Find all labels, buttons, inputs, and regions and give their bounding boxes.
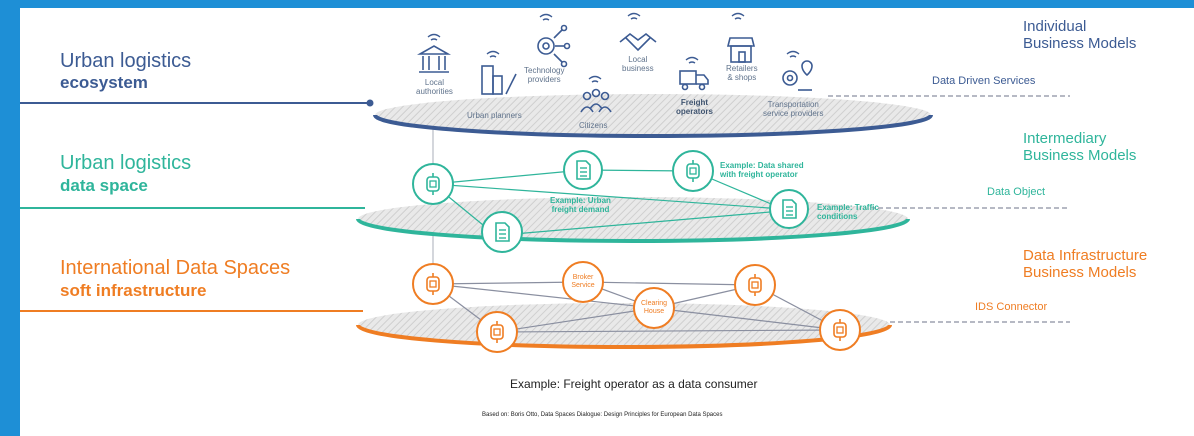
ids-disc: [356, 303, 892, 349]
diagram-graphics: [20, 12, 1070, 353]
ecosystem-connector-dot: [366, 99, 374, 107]
data-object-node-bottom: [481, 211, 523, 253]
truck-icon: [679, 70, 709, 91]
dataspace-connector-node-freight: [672, 150, 714, 192]
actor-urban-planners: Urban planners: [467, 111, 522, 120]
ids-connector-node-4: [819, 309, 861, 351]
ids-layer-subtitle: soft infrastructure: [60, 281, 207, 300]
data-object-label: Data Object: [987, 186, 1046, 198]
ids-layer-title: International Data Spaces: [60, 257, 291, 279]
ecosystem-disc: [373, 94, 933, 138]
data-object-node-demand: [563, 150, 603, 190]
people-icon: [580, 88, 612, 113]
gear-network-icon: [537, 24, 571, 68]
route-gear-icon: [782, 60, 813, 91]
data-object-node-traffic: [769, 189, 809, 229]
actor-citizens: Citizens: [579, 121, 608, 130]
diagram-canvas: Urban logistics ecosystem Urban logistic…: [20, 8, 1194, 436]
handshake-icon: [619, 32, 657, 52]
dataspace-connector-node-left: [412, 163, 454, 205]
dataspace-layer-title: Urban logistics: [60, 152, 192, 174]
city-icon: [481, 65, 517, 95]
broker-service-node: [562, 261, 604, 303]
wifi-icon: [427, 12, 800, 83]
shop-icon: [726, 37, 756, 63]
ids-connector-node-1: [412, 263, 454, 305]
ids-connector-label: IDS Connector: [975, 301, 1048, 313]
clearing-house-node: [633, 287, 675, 329]
dataspace-layer-subtitle: data space: [60, 176, 148, 195]
source-citation: Based on: Boris Otto, Data Spaces Dialog…: [482, 412, 723, 418]
ecosystem-layer-subtitle: ecosystem: [60, 73, 148, 92]
ecosystem-layer-title: Urban logistics: [60, 50, 192, 72]
bank-icon: [416, 45, 452, 73]
actor-retailers-shops: Retailers& shops: [726, 64, 758, 82]
ids-connector-node-3: [476, 311, 518, 353]
ids-connector-node-2: [734, 264, 776, 306]
diagram-caption: Example: Freight operator as a data cons…: [510, 377, 758, 391]
data-driven-services-label: Data Driven Services: [932, 75, 1036, 87]
